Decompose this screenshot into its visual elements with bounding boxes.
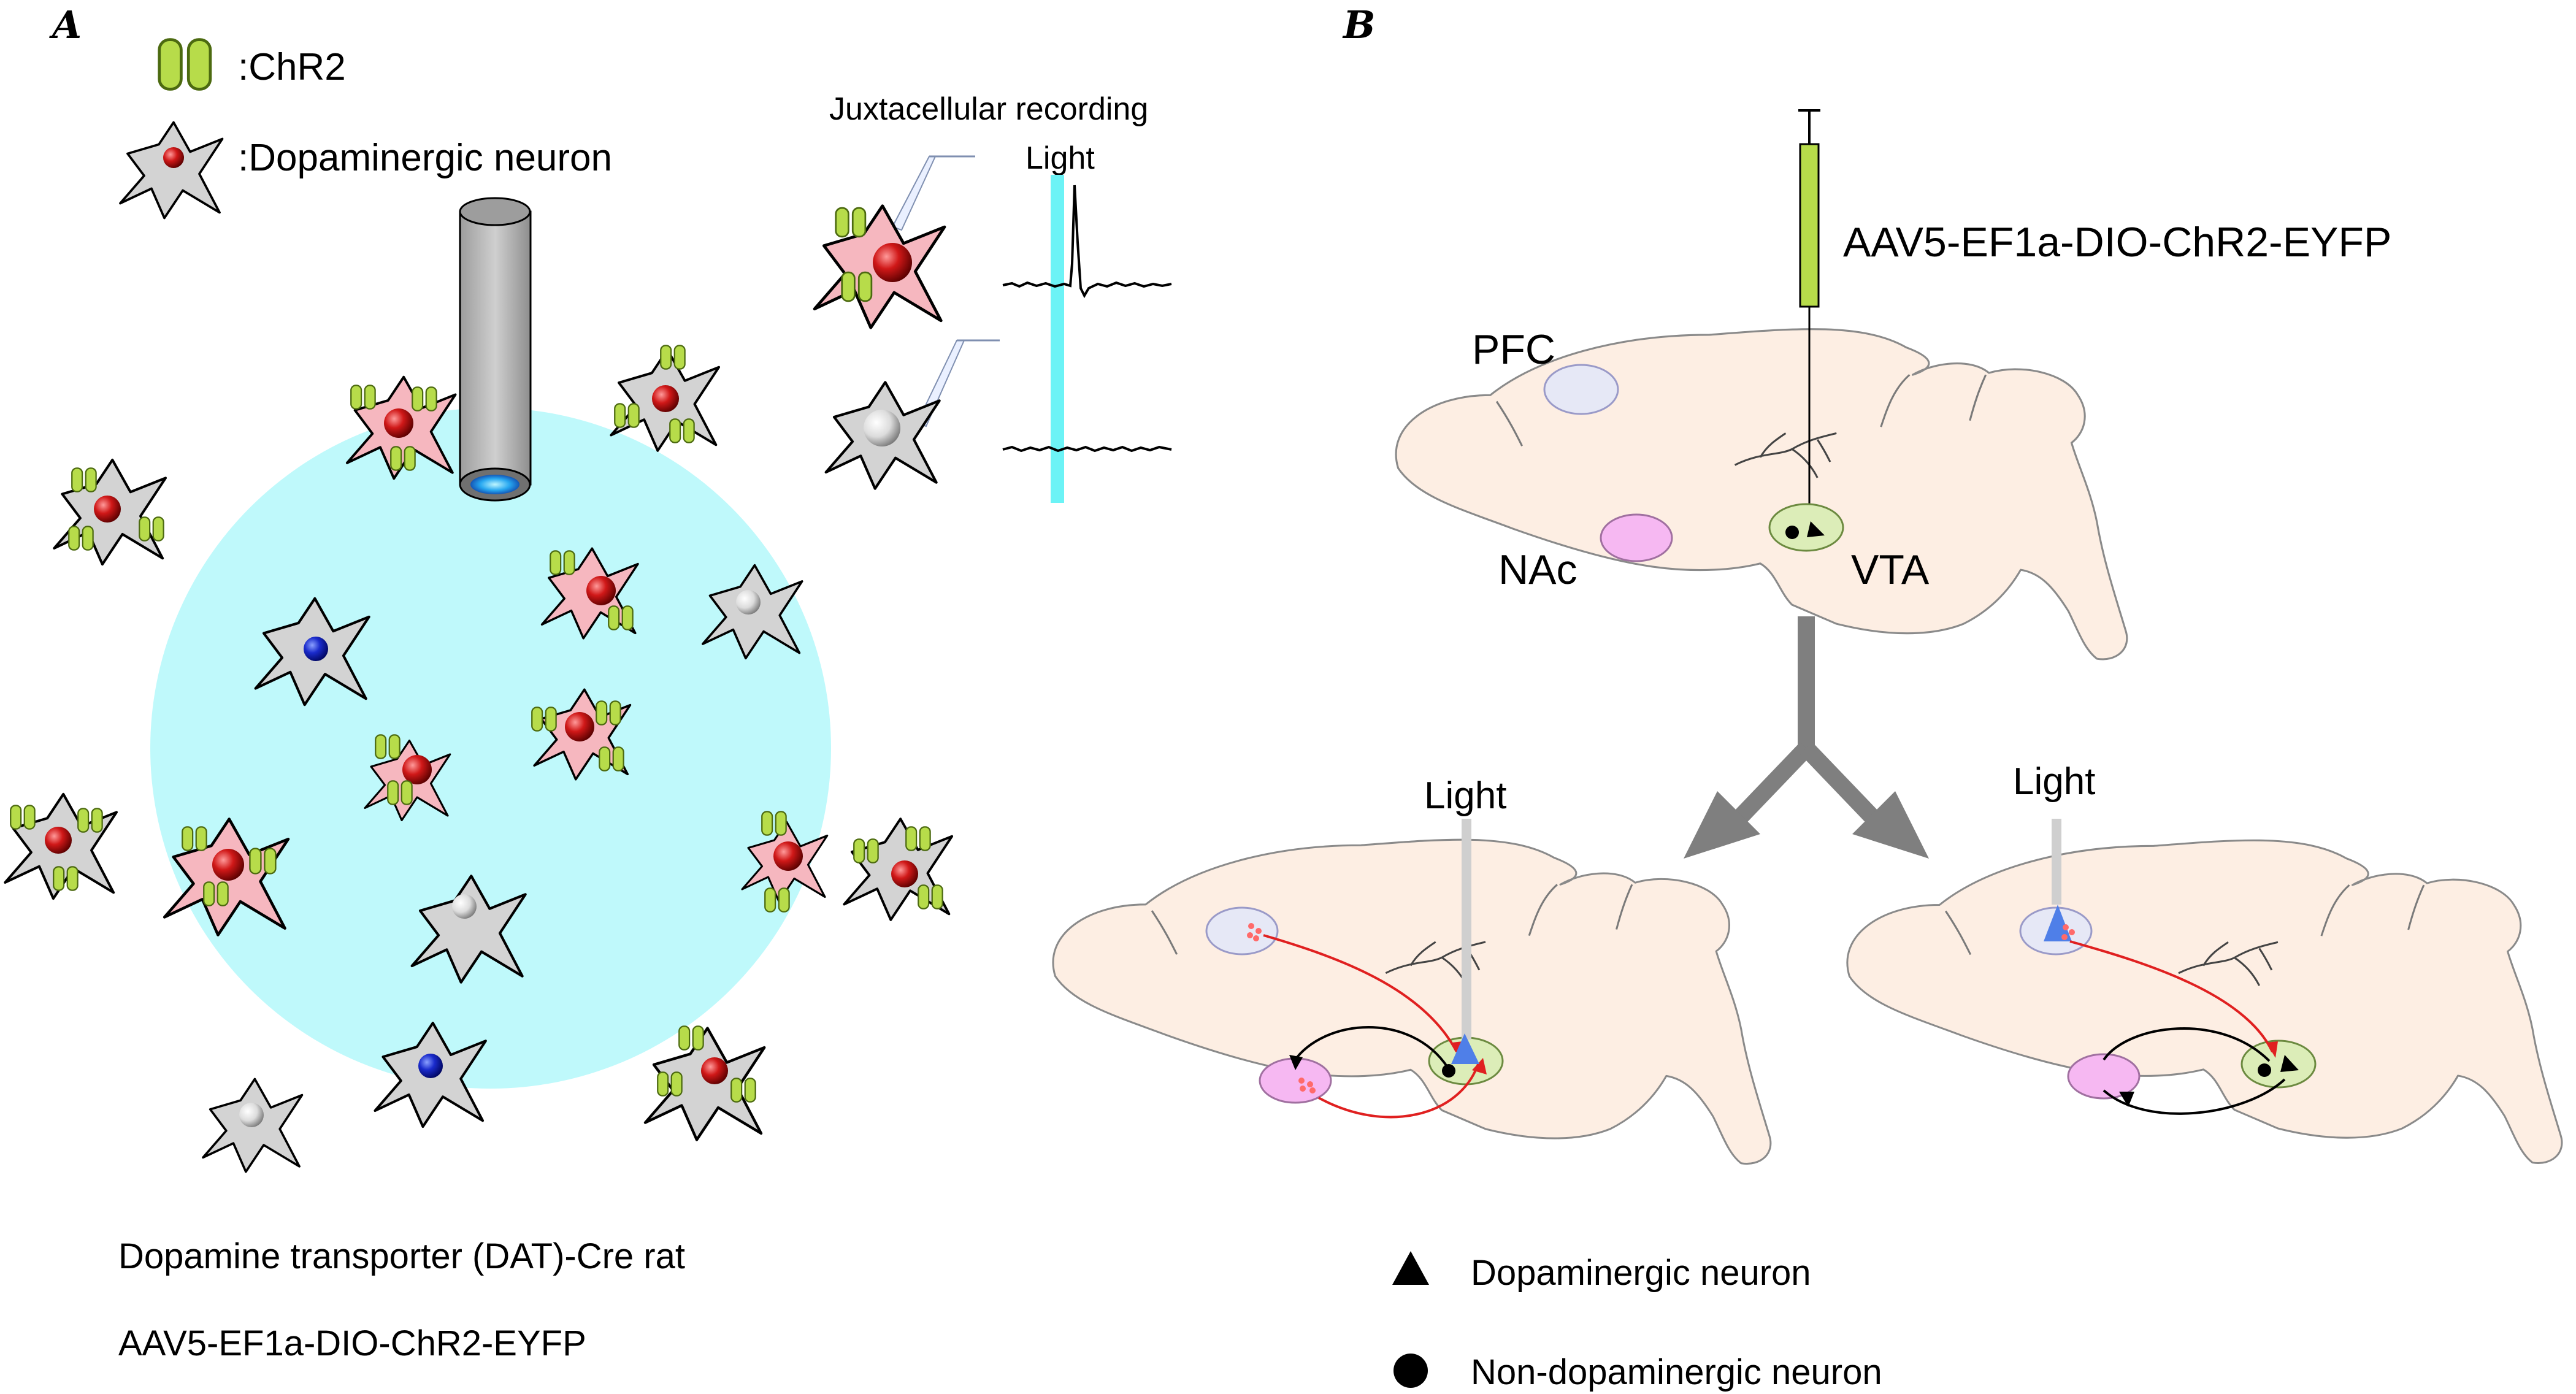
light-label-right: Light: [2013, 760, 2095, 803]
legend-chr2-icon: [159, 40, 210, 90]
recording-title: Juxtacellular recording: [829, 91, 1148, 127]
brain-top: [1395, 328, 2128, 661]
light-label-left: Light: [1424, 775, 1506, 817]
pfc-region: [1205, 906, 1279, 956]
virus-label: AAV5-EF1a-DIO-ChR2-EYFP: [1843, 219, 2391, 266]
vta-region: [1768, 503, 1844, 552]
inhibitory-projection: [2103, 1027, 2271, 1062]
panel-a-letter: A: [49, 2, 82, 47]
light-illumination-field: [150, 408, 831, 1089]
recorded-non-dopaminergic-neuron: [826, 382, 940, 488]
optic-fiber-left: [1462, 819, 1471, 1040]
brain-bottom-left: Light: [1052, 775, 1772, 1165]
chr2-dopaminergic-neuron: [843, 818, 954, 921]
non-chr2-dopaminergic-neuron: [375, 1023, 486, 1127]
chr2-dopaminergic-neuron: [540, 547, 639, 640]
panel-a: A :ChR2 :Dopaminergic neuron: [5, 2, 1172, 1363]
legend-dopaminergic-neuron-icon: [120, 123, 223, 218]
stimulated-dopaminergic-terminal: [2044, 905, 2072, 941]
legend-triangle-icon: [1392, 1251, 1429, 1285]
stimulated-dopaminergic-neuron: [1451, 1033, 1479, 1064]
chr2-dopaminergic-neuron: [5, 794, 117, 898]
split-arrow: [1729, 616, 1884, 828]
chr2-dopaminergic-neuron: [164, 819, 288, 935]
non-dopaminergic-neuron-marker: [1785, 526, 1799, 539]
optic-fiber-right: [2052, 819, 2061, 905]
brain-bottom-right: Light: [1846, 760, 2563, 1165]
dopaminergic-neuron-marker: [1807, 521, 1825, 537]
recording-pipette: [891, 156, 937, 231]
nac-label: NAc: [1498, 546, 1577, 593]
chr2-dopaminergic-neuron: [54, 460, 166, 564]
legend-dopaminergic-label: Dopaminergic neuron: [1471, 1253, 1811, 1293]
legend-circle-icon: [1393, 1354, 1428, 1388]
panel-b-letter: B: [1342, 2, 1375, 47]
antidromic-projection: [2069, 940, 2274, 1052]
neuron-field: [5, 345, 954, 1173]
excitatory-projection: [1318, 1063, 1479, 1119]
pfc-label: PFC: [1472, 326, 1555, 373]
chr2-dopaminergic-neuron: [347, 377, 456, 478]
recording-light-label: Light: [1025, 140, 1095, 176]
light-pulse-bar: [1051, 175, 1064, 503]
inhibitory-projection: [1293, 1026, 1449, 1068]
legend-dopaminergic-neuron-label: :Dopaminergic neuron: [238, 137, 612, 179]
arrowhead-right: [1852, 791, 1929, 859]
non-dopaminergic-neuron: [701, 564, 803, 660]
chr2-dopaminergic-neuron: [742, 811, 827, 913]
non-dopaminergic-neuron: [412, 876, 526, 982]
spike-trace: [1002, 185, 1172, 299]
optical-fiber: [459, 197, 532, 502]
no-spike-trace: [1002, 445, 1172, 453]
pfc-region: [1543, 364, 1619, 415]
non-dopaminergic-neuron: [202, 1078, 304, 1173]
non-chr2-dopaminergic-neuron: [256, 599, 369, 705]
nac-region: [1600, 513, 1673, 562]
chr2-dopaminergic-neuron: [645, 1025, 764, 1139]
caption-virus-line: AAV5-EF1a-DIO-ChR2-EYFP: [118, 1323, 586, 1363]
caption-rat-line: Dopamine transporter (DAT)-Cre rat: [118, 1236, 685, 1276]
excitatory-projection: [1263, 934, 1458, 1052]
legend-non-dopaminergic-label: Non-dopaminergic neuron: [1471, 1352, 1882, 1392]
vta-label: VTA: [1851, 546, 1930, 593]
chr2-dopaminergic-neuron: [364, 734, 451, 822]
chr2-dopaminergic-neuron: [611, 345, 719, 450]
nac-region: [2067, 1053, 2141, 1100]
panel-b: B AAV5-EF1a-DIO-ChR2-EYFP PFC NAc VTA: [1052, 2, 2563, 1392]
arrowhead-left: [1684, 791, 1760, 859]
legend-chr2-label: :ChR2: [238, 46, 346, 88]
chr2-dopaminergic-neuron: [531, 688, 632, 781]
syringe: [1798, 109, 1820, 512]
juxtacellular-recording-inset: Juxtacellular recording Light: [815, 91, 1172, 503]
recorded-chr2-dopaminergic-neuron: [815, 206, 945, 328]
